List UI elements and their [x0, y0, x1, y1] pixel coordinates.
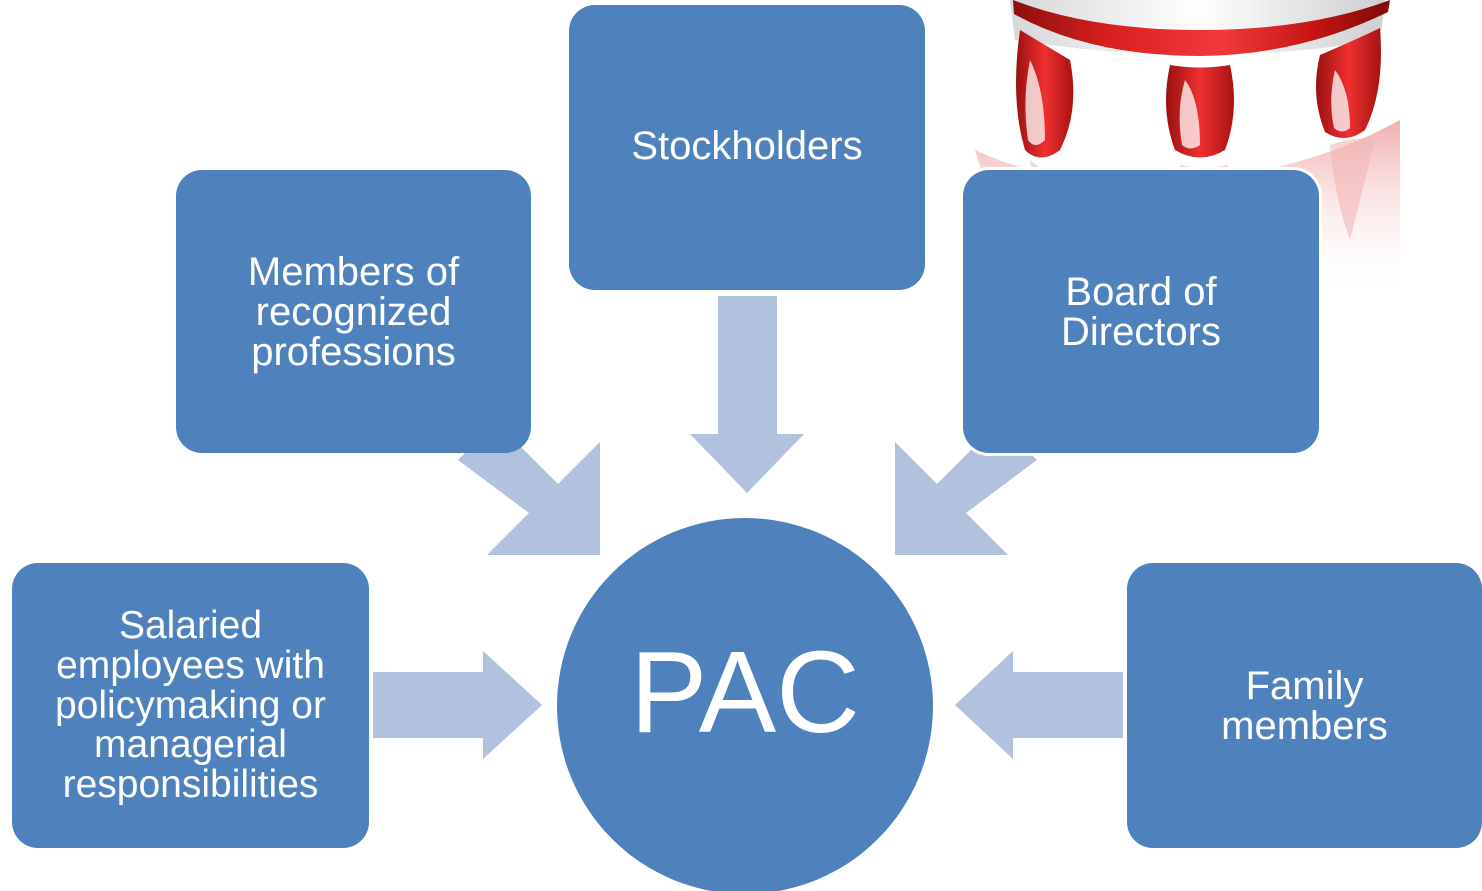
node-stockholders: Stockholders: [569, 5, 925, 290]
arrow-family-to-pac: [955, 651, 1123, 759]
arrow-board-to-pac: [895, 422, 1037, 555]
arrow-salaried-to-pac: [373, 651, 542, 759]
node-members-of-recognized-professions: Members of recognized professions: [176, 170, 531, 453]
piggy-body: [1013, 0, 1390, 56]
node-board-label: Board of Directors: [1060, 269, 1222, 354]
arrow-stockholders-to-pac: [690, 296, 804, 493]
arrows: [373, 296, 1123, 759]
node-salaried-employees: Salaried employees with policymaking or …: [12, 563, 369, 848]
node-members-label: Members of recognized professions: [247, 249, 460, 374]
center-node-pac: PAC: [557, 518, 933, 891]
arrow-members-to-pac: [458, 422, 600, 555]
center-node-pac-label: PAC: [630, 627, 860, 757]
node-family-members: Family members: [1127, 563, 1482, 848]
node-stockholders-label: Stockholders: [631, 123, 863, 168]
node-salaried-label: Salaried employees with policymaking or …: [55, 604, 326, 807]
node-board-of-directors: Board of Directors: [963, 170, 1319, 453]
piggy-leg-center: [1166, 65, 1234, 158]
node-family-label: Family members: [1221, 663, 1388, 748]
